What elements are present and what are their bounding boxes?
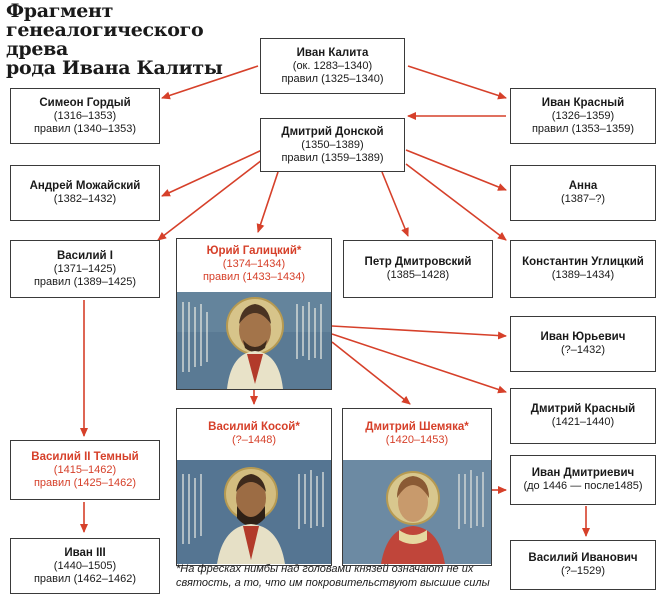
person-dates: (1374–1434)	[222, 258, 286, 270]
person-name: Симеон Гордый	[39, 96, 131, 109]
arrow-yury-dmitrykrasny	[331, 333, 507, 394]
person-dates: (1389–1434)	[551, 269, 615, 281]
person-name: Иван Калита	[296, 46, 369, 59]
person-ivan-yurievich: Иван Юрьевич (?–1432)	[510, 316, 656, 372]
person-reign: правил (1433–1434)	[202, 271, 306, 283]
person-dmitry-donskoy: Дмитрий Донской (1350–1389) правил (1359…	[260, 118, 405, 172]
person-dates: (1415–1462)	[53, 463, 117, 476]
diagram-title: Фрагмент генеалогического древа рода Ива…	[6, 2, 256, 78]
person-name: Василий I	[56, 249, 113, 262]
person-dates: (1385–1428)	[386, 269, 450, 281]
arrow-yury-ivanyurievich	[331, 325, 507, 340]
person-dates: (ок. 1283–1340)	[292, 59, 373, 72]
person-name: Анна	[568, 180, 598, 192]
person-vasily-ii: Василий II Темный (1415–1462) правил (14…	[10, 440, 160, 500]
person-dates: (1316–1353)	[53, 109, 117, 122]
person-reign: правил (1325–1340)	[281, 72, 384, 85]
title-line-3: рода Ивана Калиты	[6, 57, 223, 79]
person-ivan-dmitrievich: Иван Дмитриевич (до 1446 — после1485)	[510, 455, 656, 505]
person-dates: (?–1529)	[560, 565, 606, 577]
title-line-2: генеалогического древа	[6, 19, 204, 60]
title-line-1: Фрагмент	[6, 0, 114, 22]
arrow-kalita-ivankrasny	[407, 65, 507, 100]
person-name: Петр Дмитровский	[364, 256, 472, 268]
person-petr: Петр Дмитровский (1385–1428)	[343, 240, 493, 298]
person-name: Василий II Темный	[31, 450, 139, 463]
fresco-shemyaka-image	[343, 460, 491, 564]
arrow-donskoy-vasily1	[157, 159, 263, 241]
fresco-kosoy-image	[177, 460, 331, 564]
person-dates: (1382–1432)	[53, 193, 117, 205]
person-andrey: Андрей Можайский (1382–1432)	[10, 165, 160, 221]
person-dates: (1421–1440)	[551, 416, 615, 428]
person-reign: правил (1425–1462)	[33, 476, 137, 489]
person-name: Иван Юрьевич	[540, 331, 626, 343]
arrow-donskoy-anna	[405, 149, 507, 191]
arrow-kalita-simeon	[161, 65, 259, 100]
person-name: Иван Дмитриевич	[531, 467, 635, 479]
person-name: Василий Косой*	[208, 421, 300, 433]
person-simeon: Симеон Гордый (1316–1353) правил (1340–1…	[10, 88, 160, 144]
person-ivan-kalita: Иван Калита (ок. 1283–1340) правил (1325…	[260, 38, 405, 94]
person-reign: правил (1389–1425)	[33, 275, 137, 288]
person-dmitry-krasny: Дмитрий Красный (1421–1440)	[510, 388, 656, 444]
person-name: Василий Иванович	[528, 552, 638, 564]
person-vasily-ivanovich: Василий Иванович (?–1529)	[510, 540, 656, 590]
person-reign: правил (1353–1359)	[531, 122, 635, 135]
person-dates: (1326–1359)	[551, 109, 615, 122]
person-name: Юрий Галицкий*	[206, 245, 302, 257]
person-dates: (?–1448)	[231, 434, 277, 446]
person-name: Константин Углицкий	[522, 256, 644, 268]
person-name: Дмитрий Донской	[281, 125, 384, 138]
fresco-yury-image	[177, 292, 331, 389]
person-reign: правил (1340–1353)	[33, 122, 137, 135]
person-dates: (1440–1505)	[53, 559, 117, 572]
person-name: Дмитрий Красный	[530, 403, 636, 415]
person-dates: (1371–1425)	[53, 262, 117, 275]
arrow-donskoy-petr	[381, 171, 409, 237]
person-name: Иван Красный	[541, 96, 625, 109]
person-name: Дмитрий Шемяка*	[365, 421, 469, 433]
person-name: Иван III	[64, 546, 106, 559]
person-konstantin: Константин Углицкий (1389–1434)	[510, 240, 656, 298]
footnote: *На фресках нимбы над головами князей оз…	[176, 563, 490, 589]
person-dates: (1420–1453)	[385, 434, 449, 446]
person-vasily-i: Василий I (1371–1425) правил (1389–1425)	[10, 240, 160, 298]
person-dates: (?–1432)	[560, 344, 606, 356]
arrow-donskoy-yury	[256, 171, 279, 233]
person-reign: правил (1462–1462)	[33, 572, 137, 585]
person-ivan-iii: Иван III (1440–1505) правил (1462–1462)	[10, 538, 160, 594]
person-dates: (1387–?)	[560, 193, 606, 205]
arrow-yury-shemyaka	[331, 341, 411, 405]
person-ivan-krasny: Иван Красный (1326–1359) правил (1353–13…	[510, 88, 656, 144]
person-dates: (до 1446 — после1485)	[523, 480, 643, 492]
person-reign: правил (1359–1389)	[281, 151, 384, 164]
person-name: Андрей Можайский	[29, 180, 141, 192]
arrow-donskoy-andrey	[161, 149, 263, 197]
person-dates: (1350–1389)	[301, 138, 364, 151]
person-anna: Анна (1387–?)	[510, 165, 656, 221]
arrow-donskoy-konstantin	[405, 163, 507, 241]
